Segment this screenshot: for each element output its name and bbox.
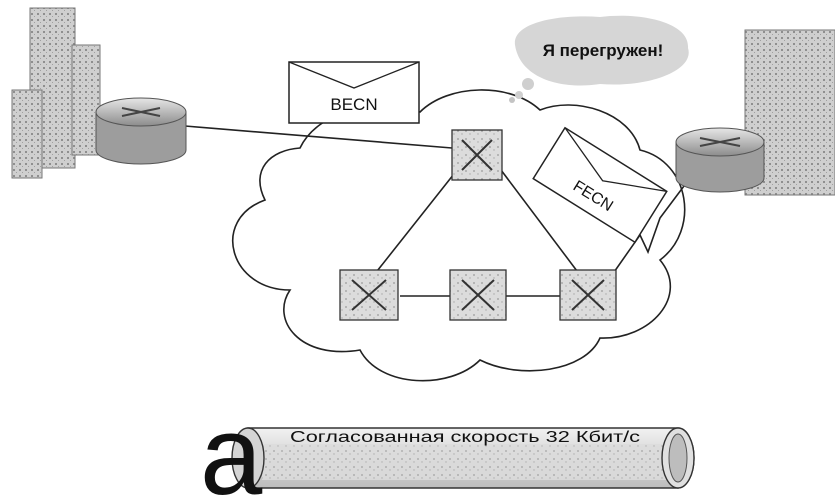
becn-label: BECN [330, 95, 377, 114]
congestion-speech-bubble: Я перегружен! [509, 15, 689, 103]
panel-letter: а [200, 393, 263, 499]
frame-relay-switch-icon-top [451, 129, 503, 181]
frame-relay-switch-icon-left [339, 269, 399, 321]
router-icon-left [95, 97, 187, 165]
pipe-icon: Согласованная скорость 32 Кбит/с [231, 427, 695, 489]
building-icon-left [11, 7, 101, 179]
network-links [184, 125, 691, 297]
frame-relay-switch-icon-middle [449, 269, 507, 321]
speech-text: Я перегружен! [543, 41, 664, 60]
frame-relay-switch-icon-right [559, 269, 617, 321]
pipe-label: Согласованная скорость 32 Кбит/с [290, 429, 640, 446]
lightning-link-icon [611, 177, 691, 276]
fecn-envelope-icon: FECN [532, 126, 668, 244]
router-icon-right [675, 127, 765, 193]
becn-envelope-icon: BECN [288, 61, 420, 124]
